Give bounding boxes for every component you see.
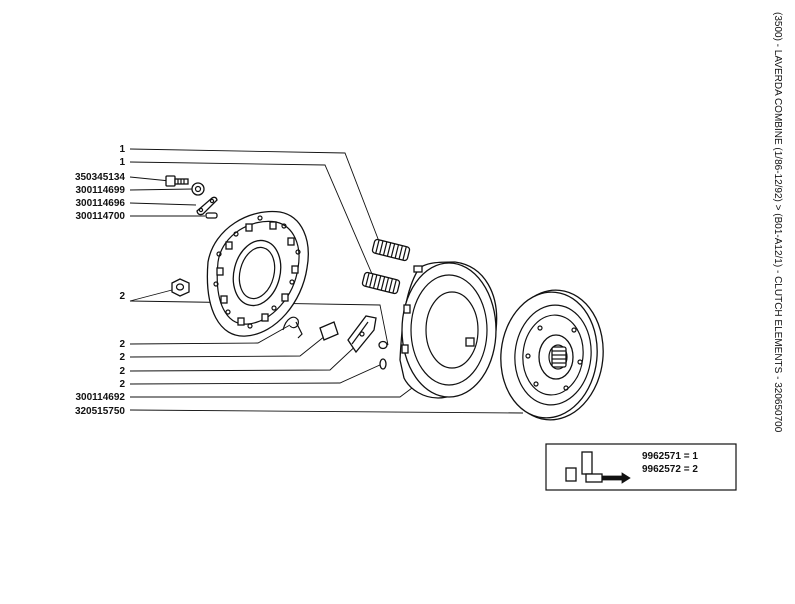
- label-link: 300114696: [75, 198, 125, 209]
- leader-link: [129, 202, 197, 206]
- bolt-head: [165, 175, 176, 187]
- leader-nut: [129, 188, 194, 191]
- label-small-pin: 2: [119, 379, 125, 390]
- leader-bolt: [129, 176, 171, 182]
- label-clutch-disc: 320515750: [75, 406, 125, 417]
- cover-plate: [206, 210, 309, 337]
- leader-pressure-plate: [130, 375, 429, 398]
- link-part: [196, 196, 218, 216]
- leader-small-pin: [129, 363, 383, 385]
- nut-part: [191, 182, 205, 196]
- cover-bolt-holes: [213, 215, 301, 329]
- label-pin: 300114700: [75, 211, 125, 222]
- tool-icon: [565, 451, 631, 484]
- pressure-plate-lugs: [401, 265, 475, 354]
- bolt-part: [165, 175, 189, 187]
- leader-adjust-nut-a: [129, 289, 173, 302]
- disc-hub: [538, 334, 574, 380]
- pin-part: [205, 212, 218, 219]
- plate-part: [319, 321, 339, 341]
- label-plate: 2: [119, 352, 125, 363]
- label-adjust-nut: 2: [119, 291, 125, 302]
- label-bolt: 350345134: [75, 172, 125, 183]
- side-title: (3500) - LAVERDA COMBINE (1/86-12/92) > …: [772, 12, 783, 433]
- leader-lever: [129, 339, 363, 372]
- label-nut: 300114699: [75, 185, 125, 196]
- label-lever: 2: [119, 366, 125, 377]
- part-labels: 1 1 350345134 300114699 300114696 300114…: [75, 144, 126, 417]
- leader-plate: [129, 335, 326, 358]
- label-clip: 2: [119, 339, 125, 350]
- tool-box-frame: [545, 443, 737, 491]
- adjust-nut-part: [171, 278, 190, 297]
- label-spring-2: 1: [119, 157, 125, 168]
- tool-line-1: 9962571 = 1: [642, 451, 698, 462]
- clutch-disc: [500, 289, 604, 421]
- leader-spring-1: [129, 148, 381, 245]
- disc-rivets: [525, 325, 583, 391]
- leader-spring-2: [129, 161, 373, 275]
- clip-part: [282, 316, 303, 339]
- lever-part: [347, 315, 377, 354]
- spring-upper: [371, 238, 411, 262]
- leader-clip: [129, 324, 291, 345]
- label-pressure-plate: 300114692: [75, 392, 125, 403]
- label-spring-1: 1: [119, 144, 125, 155]
- spring-lower: [361, 271, 401, 295]
- small-pin-part: [378, 340, 388, 370]
- pressure-plate: [399, 261, 498, 399]
- leader-clutch-disc: [129, 409, 524, 414]
- tool-line-2: 9962572 = 2: [642, 464, 698, 475]
- tool-box: 9962571 = 1 9962572 = 2: [545, 443, 737, 491]
